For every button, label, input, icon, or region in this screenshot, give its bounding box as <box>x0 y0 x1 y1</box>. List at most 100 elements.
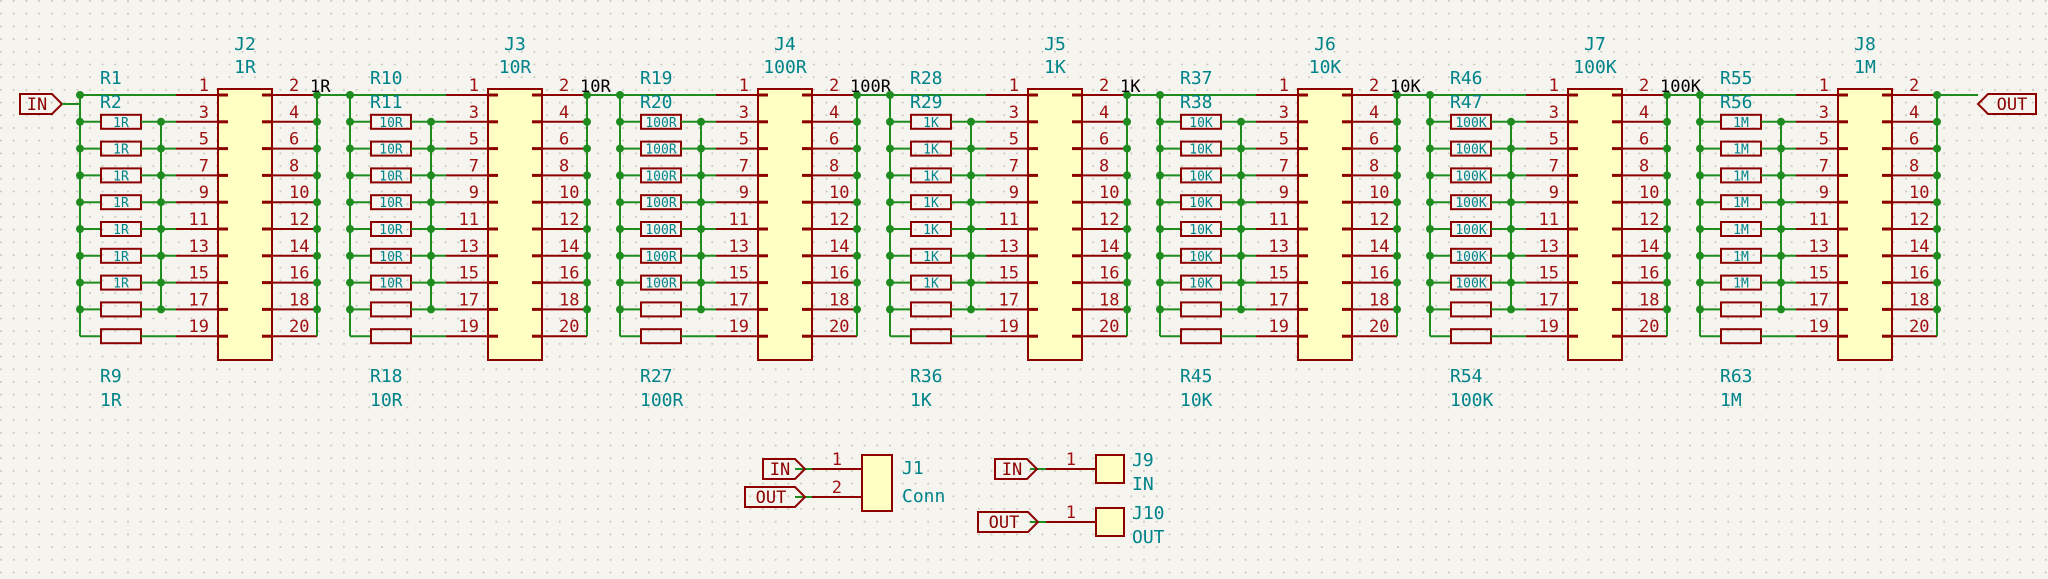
pin-number-left: 5 <box>1819 130 1829 150</box>
junction-dot <box>1123 171 1131 180</box>
resistor-ref-top: R1 <box>100 68 122 89</box>
junction-dot <box>886 171 894 180</box>
junction-dot <box>76 171 84 180</box>
pin-number-left: 11 <box>1809 210 1829 230</box>
resistor-ref-bottom: R27 <box>640 366 673 387</box>
pin-number-left: 5 <box>469 130 479 150</box>
pin-number-left: 19 <box>729 317 749 337</box>
junction-dot <box>76 305 84 314</box>
connector-body <box>1297 88 1353 361</box>
junction-dot <box>1933 144 1941 153</box>
pin-number-left: 13 <box>999 237 1019 257</box>
pin-number-right: 12 <box>289 210 309 230</box>
pin-number-right: 20 <box>1639 317 1659 337</box>
pin-number-right: 2 <box>1909 76 1919 96</box>
resistor-value-label: 100K <box>1455 250 1486 265</box>
resistor-value-label: 10K <box>1189 196 1213 211</box>
junction-dot <box>1123 117 1131 126</box>
connector-value: 10K <box>1309 57 1342 78</box>
pin-number-left: 11 <box>189 210 209 230</box>
junction-dot <box>1393 278 1401 287</box>
resistor-value-label: 1K <box>923 250 939 265</box>
pin-number-right: 6 <box>1909 130 1919 150</box>
pin-number-left: 3 <box>199 103 209 123</box>
pin-number-right: 12 <box>559 210 579 230</box>
junction-dot <box>616 278 624 287</box>
resistor-value-label: 100R <box>645 277 676 292</box>
pin-number-right: 2 <box>1639 76 1649 96</box>
j10-value: OUT <box>1132 527 1165 548</box>
resistor-value-label: 1K <box>923 223 939 238</box>
pin-number-left: 5 <box>1009 130 1019 150</box>
junction-dot <box>1426 144 1434 153</box>
junction-dot <box>583 251 591 260</box>
resistor-value-label: 100K <box>1455 169 1486 184</box>
junction-dot <box>76 198 84 207</box>
junction-dot <box>886 117 894 126</box>
pin-number-right: 14 <box>1369 237 1389 257</box>
junction-dot <box>1663 117 1671 126</box>
pin-number-left: 13 <box>1809 237 1829 257</box>
junction-dot <box>616 144 624 153</box>
pin-number-right: 16 <box>1639 264 1659 284</box>
connector-ref: J6 <box>1314 34 1336 55</box>
junction-dot <box>616 305 624 314</box>
junction-dot <box>346 144 354 153</box>
connector-ref: J5 <box>1044 34 1066 55</box>
resistor-value-label: 1M <box>1733 277 1749 292</box>
pin-number-right: 16 <box>1099 264 1119 284</box>
pin-number-left: 17 <box>999 290 1019 310</box>
junction-dot <box>1426 305 1434 314</box>
junction-dot <box>886 305 894 314</box>
junction-dot <box>313 117 321 126</box>
j1-port-in <box>762 458 807 480</box>
resistor-ref-top: R28 <box>910 68 943 89</box>
junction-dot <box>1123 198 1131 207</box>
pin-number-right: 2 <box>289 76 299 96</box>
pin-number-left: 1 <box>1009 76 1019 96</box>
junction-dot <box>1696 144 1704 153</box>
j1-port-out <box>744 486 807 508</box>
resistor-value-label: 1R <box>113 116 129 131</box>
resistor-ref-overlap: R29 <box>910 92 943 113</box>
pin-number-left: 13 <box>189 237 209 257</box>
resistor-value-label: 100R <box>645 196 676 211</box>
pin-number-left: 19 <box>1809 317 1829 337</box>
junction-dot <box>1663 144 1671 153</box>
resistor-value-label: 10R <box>379 143 403 158</box>
junction-dot <box>313 305 321 314</box>
resistor-value-bottom: 10R <box>370 390 403 411</box>
pin-number-right: 8 <box>829 156 839 176</box>
junction-dot <box>1933 305 1941 314</box>
pin-number-left: 11 <box>999 210 1019 230</box>
j1-value: Conn <box>902 486 945 507</box>
resistor-value-label: 1R <box>113 277 129 292</box>
resistor-value-bottom: 1M <box>1720 390 1742 411</box>
pin-number-right: 20 <box>559 317 579 337</box>
junction-dot <box>76 251 84 260</box>
pin-number-left: 3 <box>1009 103 1019 123</box>
connector-body <box>1027 88 1083 361</box>
pin-number-left: 17 <box>1269 290 1289 310</box>
pin-number-right: 6 <box>559 130 569 150</box>
pin-number-right: 16 <box>559 264 579 284</box>
resistor-ref-overlap: R56 <box>1720 92 1753 113</box>
junction-dot <box>1933 117 1941 126</box>
pin-number-right: 4 <box>289 103 299 123</box>
pin-number-right: 8 <box>1369 156 1379 176</box>
junction-dot <box>853 171 861 180</box>
junction-dot <box>1426 251 1434 260</box>
resistor-value-label: 10K <box>1189 143 1213 158</box>
resistor-value-label: 1M <box>1733 143 1749 158</box>
pin-number-left: 9 <box>1279 183 1289 203</box>
resistor-ref-top: R19 <box>640 68 673 89</box>
junction-dot <box>1426 278 1434 287</box>
pin-number-left: 17 <box>189 290 209 310</box>
resistor-value-label: 10K <box>1189 116 1213 131</box>
pin-number-left: 3 <box>1819 103 1829 123</box>
junction-dot <box>1696 305 1704 314</box>
resistor-value-bottom: 10K <box>1180 390 1213 411</box>
junction-dot <box>1933 278 1941 287</box>
input-port-in-label: IN <box>27 95 47 115</box>
